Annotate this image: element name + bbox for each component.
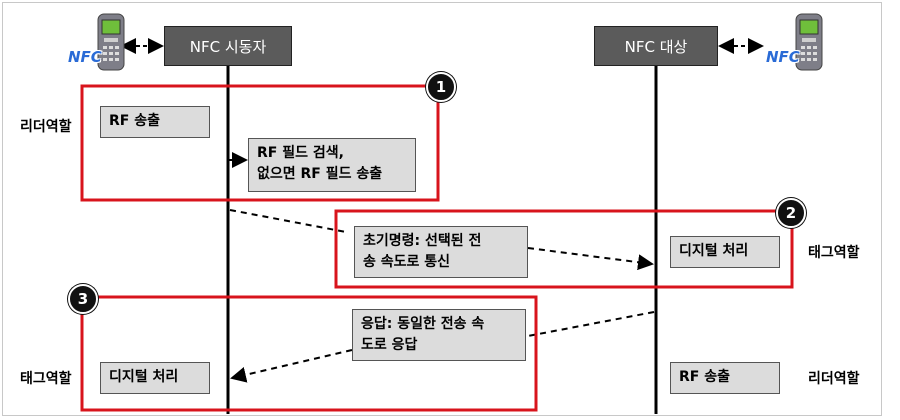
- step-badge-1: 1: [426, 72, 456, 102]
- init-cmd-arrow-b: [527, 247, 654, 271]
- init-cmd-line-2: 송 속도로 통신: [363, 254, 451, 270]
- highlight-step-3: [80, 295, 538, 412]
- rf-emit-left-box: RF 송출: [100, 106, 210, 138]
- init-cmd-line-1: 초기명령: 선택된 전: [363, 233, 482, 249]
- response-arrow-a: [527, 311, 655, 337]
- initiator-box: NFC 시동자: [164, 26, 292, 66]
- step-badge-2: 2: [776, 198, 806, 228]
- rf-search-box: RF 필드 검색, 없으면 RF 필드 송출: [248, 138, 416, 192]
- rf-emit-right-box: RF 송출: [670, 362, 780, 394]
- right-phone-icon: [795, 13, 823, 71]
- left-nfc-logo: NFC: [68, 48, 102, 66]
- digital-proc-left-box: 디지털 처리: [100, 362, 210, 394]
- response-arrow-b: [230, 349, 353, 383]
- rf-search-line-2: 없으면 RF 필드 송출: [257, 166, 383, 182]
- highlight-step-1: [80, 84, 440, 202]
- diagram-frame: [2, 2, 882, 416]
- response-box: 응답: 동일한 전송 속 도로 응답: [352, 309, 526, 361]
- highlight-step-2: [334, 209, 794, 289]
- response-line-1: 응답: 동일한 전송 속: [361, 316, 485, 332]
- rf-search-line-1: RF 필드 검색,: [257, 145, 344, 161]
- right-nfc-logo: NFC: [766, 48, 800, 66]
- role-tag-right: 태그역할: [808, 245, 860, 261]
- response-line-2: 도로 응답: [361, 337, 418, 353]
- role-reader-left: 리더역할: [20, 119, 72, 135]
- digital-proc-right-box: 디지털 처리: [670, 236, 780, 268]
- step-badge-3: 3: [68, 284, 98, 314]
- target-box: NFC 대상: [594, 26, 718, 66]
- role-tag-left: 태그역할: [20, 371, 72, 387]
- left-phone-icon: [97, 13, 125, 71]
- init-cmd-arrow-a: [229, 209, 347, 233]
- role-reader-right: 리더역할: [808, 371, 860, 387]
- init-cmd-box: 초기명령: 선택된 전 송 속도로 통신: [354, 226, 528, 278]
